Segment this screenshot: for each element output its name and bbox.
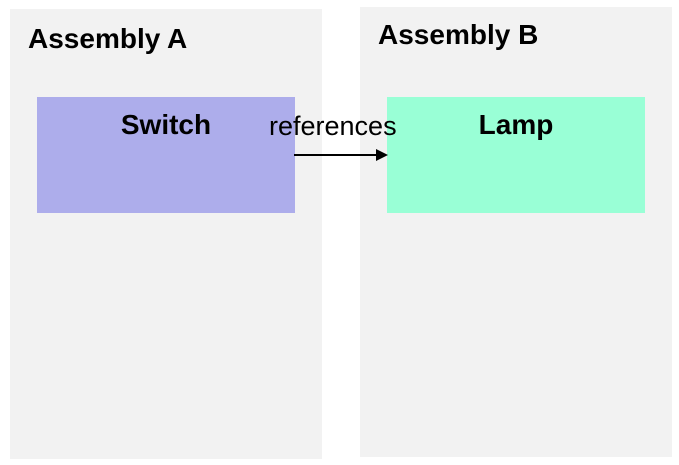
references-label: references: [269, 111, 397, 141]
lamp-component-box: Lamp: [387, 97, 645, 213]
assembly-b-title: Assembly B: [378, 19, 539, 50]
switch-component-label: Switch: [120, 109, 212, 140]
assembly-a-title: Assembly A: [28, 23, 188, 54]
switch-component-box: Switch: [37, 97, 295, 213]
references-arrow-head: [376, 149, 388, 161]
lamp-component-label: Lamp: [478, 109, 554, 140]
assembly-a-container: Assembly A: [10, 9, 322, 459]
references-arrow: [294, 149, 388, 161]
assembly-b-container: Assembly B: [360, 7, 672, 457]
